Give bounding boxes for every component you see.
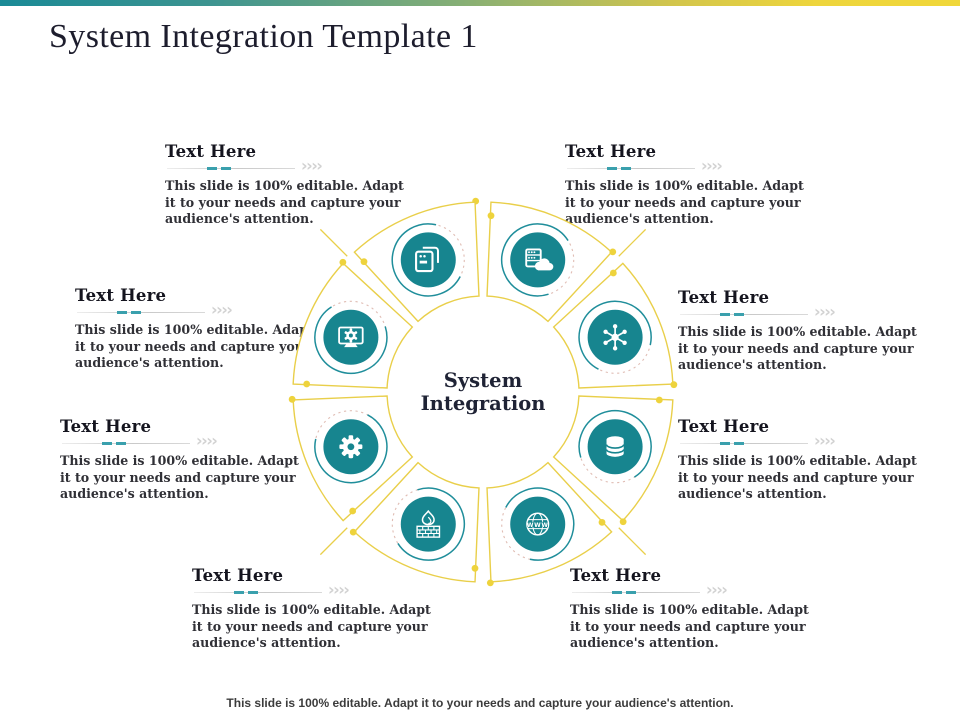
divider-dash	[734, 442, 744, 445]
gap-dot	[349, 507, 357, 515]
divider: ››››	[192, 580, 372, 599]
divider-line	[572, 592, 700, 594]
leader-line	[618, 228, 647, 257]
database-icon	[578, 409, 652, 484]
gap-dot	[303, 380, 311, 388]
monitor-gear-icon	[314, 300, 388, 375]
gear-icon	[314, 410, 388, 484]
block-body: This slide is 100% editable. Adapt it to…	[678, 453, 917, 502]
block-body: This slide is 100% editable. Adapt it to…	[60, 453, 299, 502]
chevrons-icon: ››››	[328, 580, 350, 599]
divider-dash	[248, 591, 258, 594]
text-block-top-left: Text Here ›››› This slide is 100% editab…	[165, 142, 407, 228]
block-title: Text Here	[678, 288, 770, 307]
chevrons-icon: ››››	[211, 300, 233, 319]
leader-line	[618, 527, 647, 556]
text-block-top-right: Text Here ›››› This slide is 100% editab…	[565, 142, 807, 228]
divider: ››››	[75, 300, 255, 319]
globe-www-icon: WWW	[501, 487, 575, 561]
divider-dash	[621, 167, 631, 170]
leader-line	[319, 228, 348, 257]
gap-dot	[598, 518, 606, 526]
block-title: Text Here	[565, 142, 657, 161]
block-title: Text Here	[165, 142, 257, 161]
divider-dash	[117, 311, 127, 314]
diagram-center-label-line2: Integration	[421, 392, 546, 415]
firewall-icon	[391, 487, 466, 561]
chevrons-icon: ››››	[196, 431, 218, 450]
server-cloud-icon	[500, 223, 575, 297]
chevrons-icon: ››››	[814, 431, 836, 450]
divider-dash	[734, 313, 744, 316]
divider: ››››	[165, 156, 345, 175]
app-window-icon	[391, 223, 465, 297]
text-block-bottom-right: Text Here ›››› This slide is 100% editab…	[570, 566, 812, 652]
chevrons-icon: ››››	[706, 580, 728, 599]
divider-dash	[234, 591, 244, 594]
divider-line	[194, 592, 322, 594]
divider-dash	[626, 591, 636, 594]
block-title: Text Here	[678, 417, 770, 436]
divider-line	[77, 312, 205, 314]
block-title: Text Here	[192, 566, 284, 585]
block-body: This slide is 100% editable. Adapt it to…	[678, 324, 917, 373]
block-title: Text Here	[75, 286, 167, 305]
gap-dot	[486, 579, 494, 587]
gap-dot	[487, 212, 495, 220]
block-body: This slide is 100% editable. Adapt it to…	[165, 178, 404, 227]
gap-dot	[609, 269, 617, 277]
divider-line	[680, 314, 808, 316]
footer-note: This slide is 100% editable. Adapt it to…	[226, 696, 734, 710]
gap-dot	[609, 248, 617, 256]
block-body: This slide is 100% editable. Adapt it to…	[192, 602, 431, 651]
block-body: This slide is 100% editable. Adapt it to…	[570, 602, 809, 651]
gap-dot	[360, 258, 368, 266]
divider-dash	[207, 167, 217, 170]
slide-title: System Integration Template 1	[49, 18, 478, 55]
divider-dash	[102, 442, 112, 445]
text-block-left-lower: Text Here ›››› This slide is 100% editab…	[60, 417, 302, 503]
chevrons-icon: ››››	[701, 156, 723, 175]
block-title: Text Here	[60, 417, 152, 436]
divider-dash	[612, 591, 622, 594]
divider-line	[62, 443, 190, 445]
system-integration-diagram: WWW System Integration	[288, 197, 678, 587]
divider-line	[567, 168, 695, 170]
gap-dot	[339, 258, 347, 266]
divider-dash	[607, 167, 617, 170]
divider-dash	[116, 442, 126, 445]
divider-dash	[720, 313, 730, 316]
gap-dot	[655, 396, 663, 404]
gap-dot	[349, 528, 357, 536]
chevrons-icon: ››››	[301, 156, 323, 175]
network-hub-icon	[578, 300, 652, 374]
block-body: This slide is 100% editable. Adapt it to…	[75, 322, 314, 371]
text-block-right-lower: Text Here ›››› This slide is 100% editab…	[678, 417, 920, 503]
divider-line	[167, 168, 295, 170]
gap-dot	[619, 518, 627, 526]
block-body: This slide is 100% editable. Adapt it to…	[565, 178, 804, 227]
text-block-right-upper: Text Here ›››› This slide is 100% editab…	[678, 288, 920, 374]
chevrons-icon: ››››	[814, 302, 836, 321]
svg-text:WWW: WWW	[527, 522, 549, 529]
divider-dash	[131, 311, 141, 314]
diagram-center-label-line1: System	[444, 369, 523, 392]
gap-dot	[670, 381, 678, 389]
top-gradient-bar	[0, 0, 960, 6]
text-block-bottom-left: Text Here ›››› This slide is 100% editab…	[192, 566, 434, 652]
block-title: Text Here	[570, 566, 662, 585]
divider-dash	[221, 167, 231, 170]
gap-dot	[288, 395, 296, 403]
divider-dash	[720, 442, 730, 445]
gap-dot	[471, 564, 479, 572]
divider: ››››	[678, 431, 858, 450]
divider: ››››	[565, 156, 745, 175]
leader-line	[319, 527, 348, 556]
divider-line	[680, 443, 808, 445]
divider: ››››	[570, 580, 750, 599]
divider: ››››	[678, 302, 858, 321]
text-block-left-upper: Text Here ›››› This slide is 100% editab…	[75, 286, 317, 372]
divider: ››››	[60, 431, 240, 450]
